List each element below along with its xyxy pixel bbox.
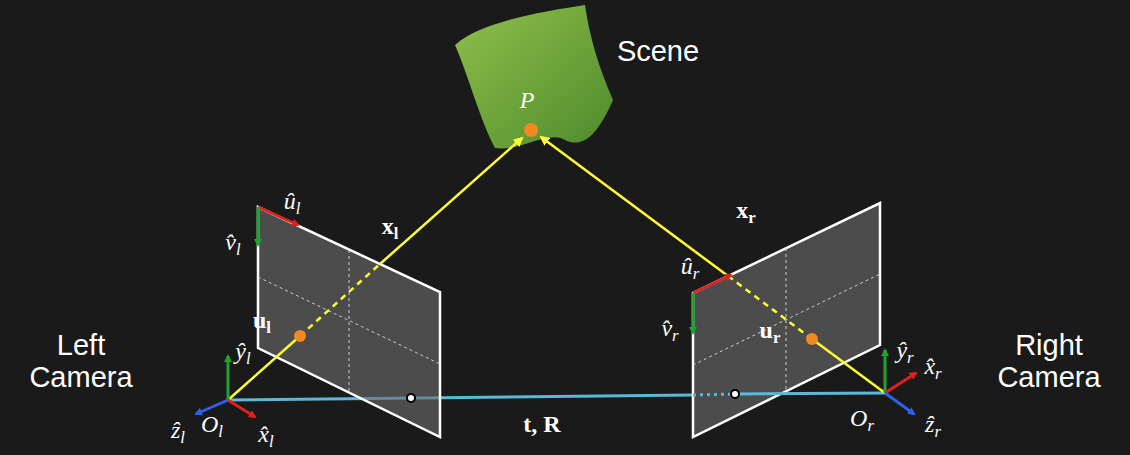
plane-gridline — [349, 250, 350, 392]
axis-label: ẑl — [171, 417, 185, 448]
axis-label: ûr — [681, 253, 700, 284]
v-axis — [257, 207, 260, 245]
y-axis — [884, 350, 887, 393]
y-axis — [227, 356, 230, 400]
x-axis — [885, 373, 916, 393]
scene-label: Scene — [617, 36, 699, 68]
point-label: P — [520, 87, 535, 113]
v-axis — [692, 293, 695, 333]
plane-gridline — [693, 274, 880, 365]
x-axis — [228, 400, 255, 417]
axis-label: x̂l — [258, 421, 273, 452]
left-image-plane — [258, 207, 440, 437]
axis-label: x̂r — [924, 353, 941, 384]
axis-label: ûl — [284, 188, 301, 219]
origin-label: Ol — [201, 411, 223, 442]
vector-label: xl — [382, 213, 399, 244]
axis-label: v̂l — [225, 229, 240, 260]
image-point — [294, 330, 306, 342]
epipole — [407, 394, 415, 402]
image-point — [806, 333, 818, 345]
camera-label: Right Camera — [974, 330, 1124, 394]
baseline — [693, 394, 735, 395]
right-image-plane — [693, 203, 880, 437]
axis-label: ŷr — [896, 337, 913, 368]
axis-label: ŷl — [235, 338, 250, 369]
camera-label: Left Camera — [6, 330, 156, 394]
vector-label: ul — [253, 307, 271, 338]
baseline — [735, 393, 885, 394]
vector-label: ur — [760, 317, 781, 348]
epipole — [731, 390, 739, 398]
baseline — [228, 395, 693, 400]
vector-label: xr — [736, 197, 755, 228]
axis-label: v̂r — [661, 315, 678, 346]
axis-label: ẑr — [925, 411, 941, 442]
scene-point — [524, 123, 538, 137]
ray — [541, 137, 728, 276]
ray — [812, 339, 885, 393]
origin-label: Or — [850, 405, 874, 436]
ray — [300, 264, 380, 336]
plane-gridline — [258, 277, 440, 364]
transform-label: t, R — [523, 411, 560, 437]
scene-surface — [455, 5, 613, 148]
ray — [380, 138, 522, 264]
ray — [228, 336, 300, 400]
z-axis — [885, 393, 914, 414]
